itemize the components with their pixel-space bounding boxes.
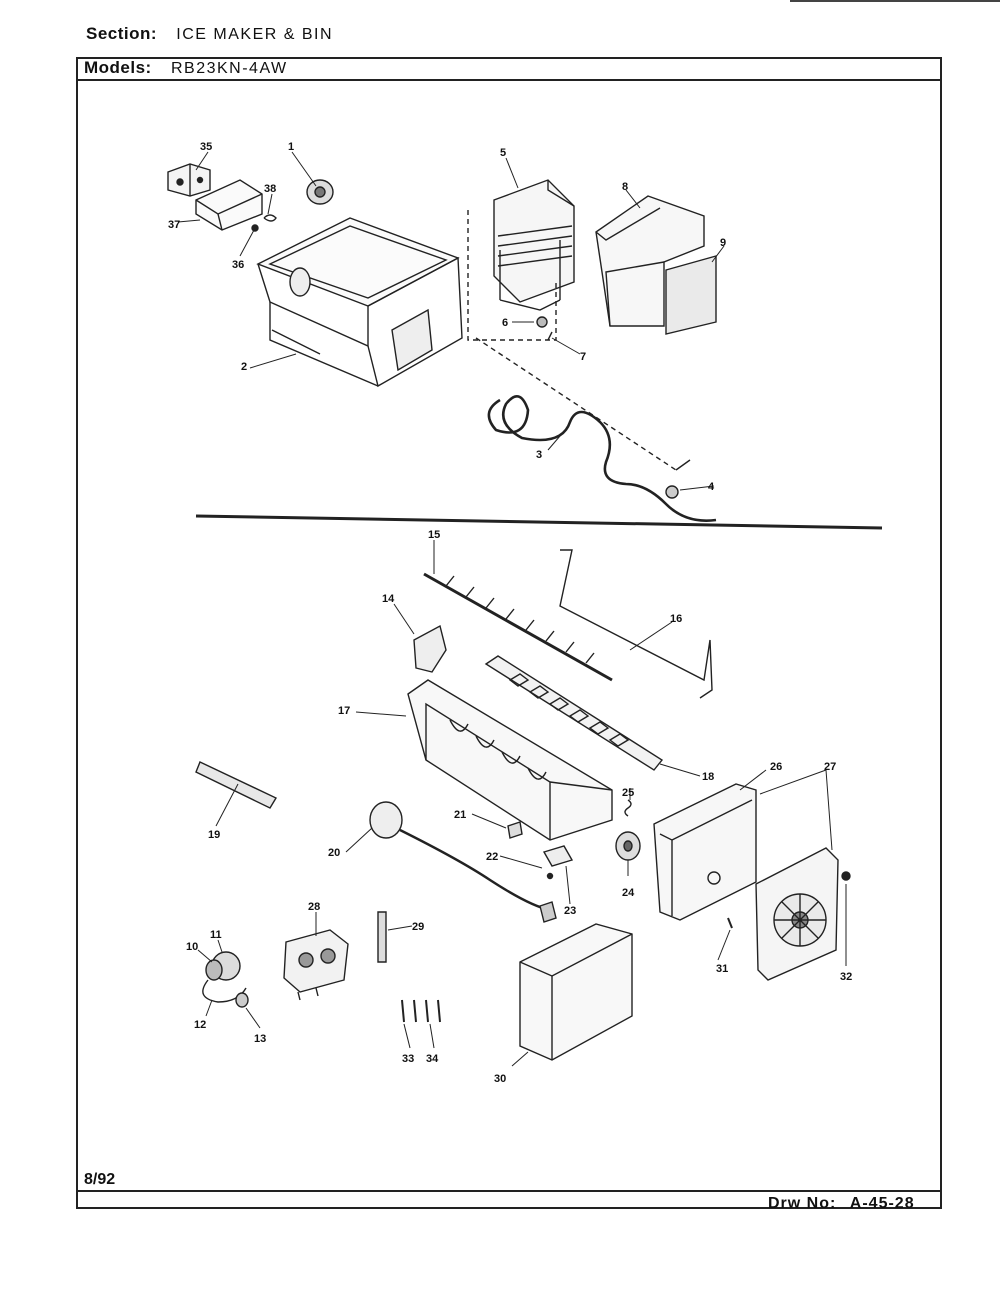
callout-37: 37 [168, 219, 180, 231]
revision-date: 8/92 [84, 1171, 116, 1188]
callout-33: 33 [402, 1053, 414, 1065]
section-header: Section: ICE MAKER & BIN [86, 24, 333, 44]
callout-18: 18 [702, 771, 714, 783]
part-35-switch [167, 163, 211, 197]
part-18-stripper [484, 655, 664, 771]
footer-divider [76, 1190, 942, 1192]
callout-2: 2 [241, 361, 247, 373]
part-10-11-valve-assembly [202, 951, 247, 1003]
callout-3: 3 [536, 449, 542, 461]
part-25-spring [624, 799, 632, 817]
part-32-screw [841, 871, 851, 881]
callout-24: 24 [622, 887, 635, 899]
drawing-label: Drw No: [768, 1195, 837, 1212]
part-7-pin [547, 331, 553, 341]
part-2-ice-bin [256, 217, 463, 388]
models-value: RB23KN-4AW [170, 60, 288, 77]
callout-6: 6 [502, 317, 508, 329]
corner-rule [790, 0, 1000, 2]
part-4-plug [475, 337, 691, 499]
callout-14: 14 [382, 593, 395, 605]
callout-27: 27 [824, 761, 836, 773]
callout-8: 8 [622, 181, 628, 193]
part-31-screw [727, 917, 733, 929]
callout-15: 15 [428, 529, 440, 541]
callout-28: 28 [308, 901, 320, 913]
callout-34: 34 [426, 1053, 439, 1065]
part-21-clip [507, 821, 523, 839]
callout-36: 36 [232, 259, 244, 271]
callout-13: 13 [254, 1033, 266, 1045]
part-29-fitting [377, 911, 387, 963]
part-14-bracket [413, 624, 447, 673]
part-3-heater-tube [487, 395, 717, 522]
callout-16: 16 [670, 613, 682, 625]
part-8-duct [595, 195, 705, 327]
drawing-frame [76, 57, 942, 1209]
part-37-cover [195, 179, 263, 231]
part-5-chute [493, 179, 575, 311]
part-9-filter [665, 255, 717, 335]
part-36-screw [251, 224, 259, 232]
part-22-screw [546, 872, 554, 880]
assembly-guide-line [467, 210, 557, 341]
drawing-number: A-45-28 [849, 1195, 915, 1212]
callout-35: 35 [200, 141, 212, 153]
part-17-mold [407, 679, 613, 841]
callout-4: 4 [708, 481, 715, 493]
part-26-housing [653, 783, 757, 921]
callout-7: 7 [580, 351, 586, 363]
section-label: Section: [86, 24, 158, 43]
callout-1: 1 [288, 141, 294, 153]
callout-23: 23 [564, 905, 576, 917]
part-13-clamp [235, 992, 249, 1008]
callout-12: 12 [194, 1019, 206, 1031]
part-1-knob [306, 179, 334, 205]
part-6-grommet [536, 316, 548, 328]
callout-38: 38 [264, 183, 276, 195]
callout-5: 5 [500, 147, 506, 159]
section-value: ICE MAKER & BIN [176, 26, 334, 43]
callout-11: 11 [210, 929, 222, 941]
callout-29: 29 [412, 921, 424, 933]
part-28-valve [283, 929, 349, 1001]
part-20-harness [369, 801, 557, 923]
part-15-ejector [423, 572, 613, 682]
part-27-motor [755, 847, 839, 981]
callout-17: 17 [338, 705, 350, 717]
part-38-clip [263, 214, 277, 222]
callout-10: 10 [186, 941, 198, 953]
callout-30: 30 [494, 1073, 506, 1085]
callout-19: 19 [208, 829, 220, 841]
models-label: Models: [84, 58, 152, 77]
callout-21: 21 [454, 809, 466, 821]
callout-20: 20 [328, 847, 340, 859]
part-23-bracket [542, 845, 574, 867]
part-30-storage-bin [519, 923, 633, 1061]
callout-9: 9 [720, 237, 726, 249]
part-19-rod [195, 761, 277, 809]
part-16-arm [559, 549, 713, 699]
callout-32: 32 [840, 971, 852, 983]
models-header: Models: RB23KN-4AW [84, 58, 288, 78]
drawing-number-block: Drw No: A-45-28 [768, 1195, 915, 1213]
parts-33-34-screws [401, 999, 441, 1023]
callout-26: 26 [770, 761, 782, 773]
callout-22: 22 [486, 851, 498, 863]
section-divider [195, 514, 883, 530]
callout-25: 25 [622, 787, 634, 799]
part-24-gear [615, 831, 641, 861]
callout-31: 31 [716, 963, 728, 975]
header-divider [76, 79, 942, 81]
